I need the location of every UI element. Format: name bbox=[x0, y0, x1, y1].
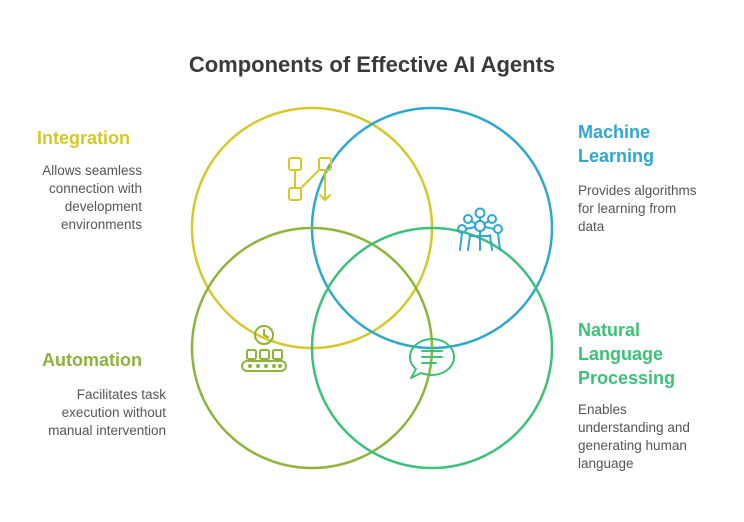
machine-learning-heading: Machine Learning bbox=[578, 122, 655, 166]
automation-description: Facilitates task execution without manua… bbox=[48, 387, 166, 438]
nlp-heading: Natural Language Processing bbox=[578, 320, 676, 388]
nlp-circle bbox=[310, 226, 554, 470]
nlp-description: Enables understanding and generating hum… bbox=[578, 402, 690, 471]
automation-heading: Automation bbox=[42, 350, 142, 370]
conveyor-clock-icon bbox=[241, 325, 287, 372]
flow-arrows-icon bbox=[288, 157, 332, 201]
integration-heading: Integration bbox=[37, 128, 130, 148]
neural-network-icon bbox=[457, 207, 503, 251]
automation-circle bbox=[190, 226, 434, 470]
machine-learning-description: Provides algorithms for learning from da… bbox=[578, 183, 697, 234]
page-title: Components of Effective AI Agents bbox=[188, 52, 556, 77]
integration-description: Allows seamless connection with developm… bbox=[42, 163, 142, 232]
chat-bubble-icon bbox=[409, 338, 455, 379]
